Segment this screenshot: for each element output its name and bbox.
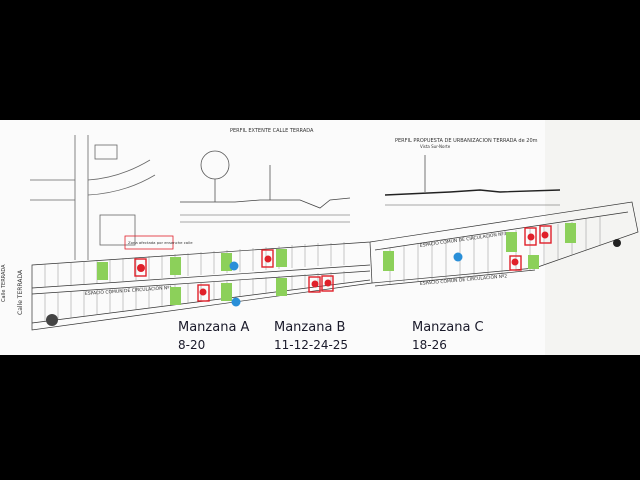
affected-zone-box [124, 235, 174, 250]
green-lot [506, 232, 517, 252]
green-lot [221, 253, 232, 271]
green-lot [276, 249, 287, 267]
green-lot [170, 287, 181, 305]
manzana-lots: 11-12-24-25 [274, 338, 349, 352]
red-dot-marker [541, 231, 549, 239]
proposed-view-note: Vista Sur-Norte [420, 144, 451, 149]
terrada-street: Calle TERRADA Calle TERRADA [1, 264, 24, 315]
red-dot-marker [311, 280, 319, 288]
manzana-b-label: Manzana B 11-12-24-25 [274, 320, 348, 352]
green-lot [565, 223, 576, 243]
lot-grid-lower [44, 271, 345, 321]
blue-dot-marker [453, 252, 463, 262]
green-lot [528, 255, 539, 269]
red-lot-outline [539, 225, 552, 244]
red-lot-outline [261, 249, 274, 268]
red-lot-outline [321, 275, 334, 292]
terrada-street-label: Calle TERRADA [17, 269, 24, 315]
subdivision-blocks [31, 201, 639, 331]
red-lot-outline [509, 255, 522, 271]
red-dot-marker [527, 233, 535, 241]
red-dot-marker [264, 255, 272, 263]
manzana-c-label: Manzana C 18-26 [412, 320, 484, 352]
manzana-name: Manzana A [178, 320, 250, 335]
red-lot-outline [134, 258, 147, 277]
proposed-street-profile: PERFIL PROPUESTA DE URBANIZACION TERRADA… [384, 138, 561, 206]
red-dot-marker [137, 264, 145, 272]
manzana-lots: 18-26 [412, 338, 447, 352]
existing-profile-title: PERFIL EXTENTE CALLE TERRADA [230, 128, 314, 134]
affected-zone-label: Zona afectada por ensanche calle [128, 240, 193, 245]
red-lot-outline [308, 276, 321, 293]
manzana-name: Manzana C [412, 320, 484, 335]
subdivision-plan-sheet: PERFIL EXTENTE CALLE TERRADA PERFIL PROP… [0, 120, 640, 355]
manzana-name: Manzana B [274, 320, 346, 335]
terrada-street-label-side: Calle TERRADA [1, 264, 7, 302]
existing-street-profile: PERFIL EXTENTE CALLE TERRADA [180, 128, 351, 223]
green-lot [276, 278, 287, 296]
green-lot [170, 257, 181, 275]
green-lot [97, 262, 108, 280]
proposed-profile-title: PERFIL PROPUESTA DE URBANIZACION TERRADA… [395, 138, 538, 144]
red-lot-outline [197, 284, 210, 302]
red-dot-marker [511, 258, 519, 266]
blue-dot-marker [231, 297, 241, 307]
green-lots [97, 223, 576, 305]
blue-dots [229, 252, 463, 307]
red-marked-lots [134, 225, 552, 302]
plan-drawing: PERFIL EXTENTE CALLE TERRADA PERFIL PROP… [0, 120, 640, 355]
green-lot [383, 251, 394, 271]
manzana-lots: 8-20 [178, 338, 206, 352]
black-marker [613, 239, 621, 247]
location-sketch [30, 135, 156, 260]
manzana-a-label: Manzana A 8-20 [178, 320, 249, 352]
red-dots [137, 231, 549, 296]
stamp-icon [46, 314, 58, 326]
green-lot [221, 283, 232, 301]
red-lot-outline [524, 227, 537, 246]
red-dot-marker [324, 279, 332, 287]
red-dot-marker [199, 288, 207, 296]
blue-dot-marker [229, 261, 239, 271]
